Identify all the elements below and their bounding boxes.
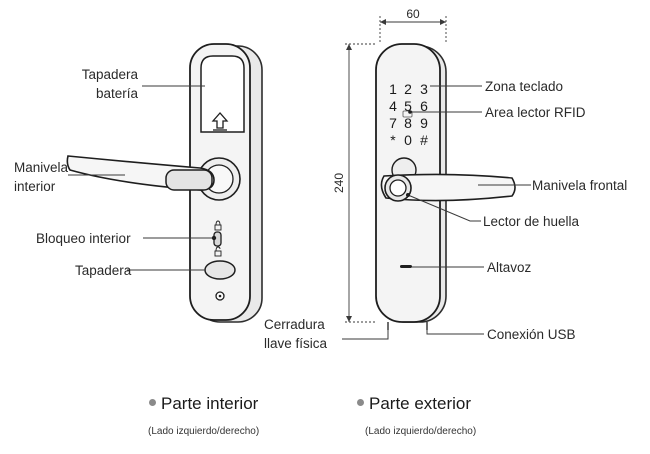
front-handle	[380, 173, 516, 202]
inner-handle-label-1: Manivela	[14, 160, 69, 175]
rfid-marker	[402, 110, 413, 118]
keypad-key: 0	[404, 132, 412, 148]
battery-cover-label-1: Tapadera	[82, 67, 139, 82]
keypad-key: 6	[420, 98, 428, 114]
inner-handle-label-2: interior	[14, 179, 56, 194]
bullet-icon	[149, 399, 156, 407]
front-handle-label: Manivela frontal	[532, 178, 627, 193]
interior-panel	[66, 43, 263, 323]
interior-caption-title: Parte interior	[161, 394, 259, 413]
exterior-caption: Parte exterior	[357, 394, 471, 414]
exterior-leader-dots	[406, 110, 412, 197]
cover-label: Tapadera	[75, 263, 132, 278]
dimension-lines	[345, 16, 447, 323]
usb-label: Conexión USB	[487, 327, 576, 342]
interior-leaders	[68, 85, 214, 271]
keypad-key: *	[390, 132, 396, 148]
interior-caption-subtitle: (Lado izquierdo/derecho)	[148, 426, 260, 437]
bullet-icon	[357, 399, 364, 407]
keypad-key: 1	[389, 81, 397, 97]
keypad-key: #	[420, 132, 428, 148]
interior-leader-dots	[211, 235, 217, 241]
inner-handle-grip	[165, 169, 213, 191]
interior-caption: Parte interior	[149, 394, 258, 414]
keypad-key: 7	[389, 115, 397, 131]
key-lock-label-1: Cerradura	[264, 317, 325, 332]
width-dimension: 60	[406, 7, 420, 21]
keypad: 1 2 3 4 5 6 7 8 9 * 0 #	[389, 81, 428, 148]
rfid-area-label: Area lector RFID	[485, 105, 586, 120]
keypad-key: 8	[404, 115, 412, 131]
keypad-key: 2	[404, 81, 412, 97]
keypad-key: 5	[404, 98, 412, 114]
exterior-panel: 1 2 3 4 5 6 7 8 9 * 0 #	[375, 43, 516, 330]
battery-cover-label-2: batería	[96, 86, 139, 101]
keypad-key: 9	[420, 115, 428, 131]
fingerprint-icon	[389, 179, 407, 197]
screw-hole-center	[218, 294, 222, 298]
inner-cover	[204, 260, 236, 280]
dimension-arrows	[346, 19, 446, 322]
speaker-slot	[400, 265, 412, 268]
battery-cover	[200, 55, 245, 133]
key-lock-label-2: llave física	[264, 336, 328, 351]
keypad-key: 3	[420, 81, 428, 97]
fingerprint-label: Lector de huella	[483, 214, 580, 229]
exterior-leaders	[342, 85, 531, 340]
exterior-caption-subtitle: (Lado izquierdo/derecho)	[365, 426, 477, 437]
height-dimension: 240	[332, 173, 346, 193]
inner-lock-label: Bloqueo interior	[36, 231, 131, 246]
lock-closed-icon	[214, 220, 222, 231]
arrow-up-icon	[211, 112, 229, 131]
keypad-key: 4	[389, 98, 397, 114]
exterior-caption-title: Parte exterior	[369, 394, 472, 413]
keypad-zone-label: Zona teclado	[485, 79, 563, 94]
speaker-label: Altavoz	[487, 260, 532, 275]
lock-open-icon	[214, 246, 222, 257]
